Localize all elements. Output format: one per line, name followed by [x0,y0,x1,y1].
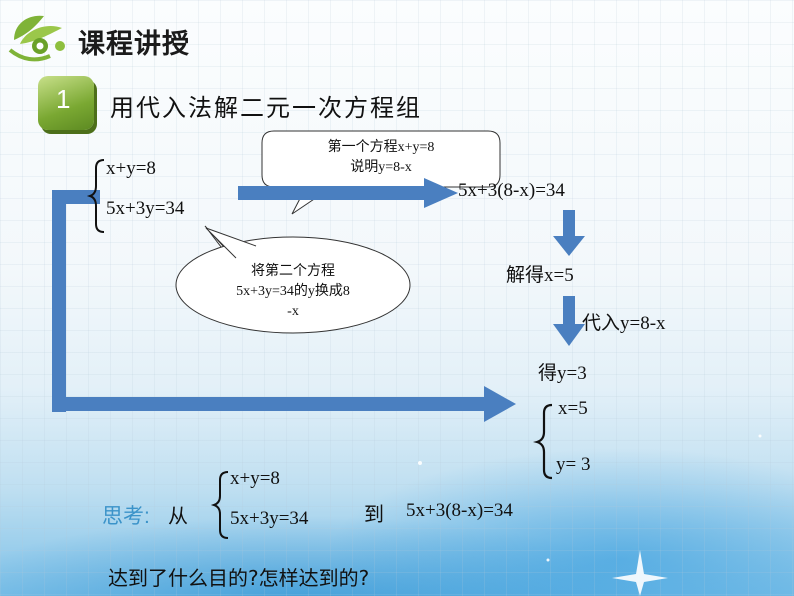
brace-question [210,471,229,539]
callout-1-line1: 第一个方程x+y=8 [327,140,435,155]
section-number: 1 [56,84,71,114]
callout-2-text: 将第二个方程 5x+3y=34的y换成8 -x [190,262,396,322]
arrow-down-2 [553,296,585,346]
question-from: 从 [168,504,188,528]
solution-y: y= 3 [556,454,591,475]
callout-1-line2: 说明y=8-x [350,160,412,175]
arrow-loop [52,190,516,422]
question-eq2: 5x+3y=34 [230,508,309,529]
solution-x: x=5 [558,398,588,419]
callout-2-line2: 5x+3y=34的y换成8 [236,284,350,299]
page-title: 课程讲授 [78,29,190,60]
question-prompt: 达到了什么目的?怎样达到的? [108,566,370,590]
system-eq2: 5x+3y=34 [106,198,185,219]
step-solve-x: 解得x=5 [506,265,574,286]
callout-2-line3: -x [287,304,299,319]
question-to: 到 [364,502,384,526]
callout-1-text: 第一个方程x+y=8 说明y=8-x [270,138,492,178]
system-eq1: x+y=8 [106,158,156,179]
leaf-logo-icon [8,15,65,62]
section-badge [38,76,94,130]
question-eq1: x+y=8 [230,468,280,489]
question-target-equation: 5x+3(8-x)=34 [406,500,513,521]
callout-bubble-2 [175,225,411,334]
arrow-down-1 [553,210,585,256]
step-substitute-back: 代入y=8-x [582,313,666,334]
callout-2-line1: 将第二个方程 [251,264,335,279]
brace-solution [533,403,553,480]
step-substituted-equation: 5x+3(8-x)=34 [458,180,565,201]
sparkle-decoration [418,434,762,596]
brace-system [86,159,105,233]
step-get-y: 得y=3 [538,363,587,384]
thinking-label: 思考: [102,505,150,528]
section-subtitle: 用代入法解二元一次方程组 [110,94,422,122]
arrow-substitute [238,178,458,208]
